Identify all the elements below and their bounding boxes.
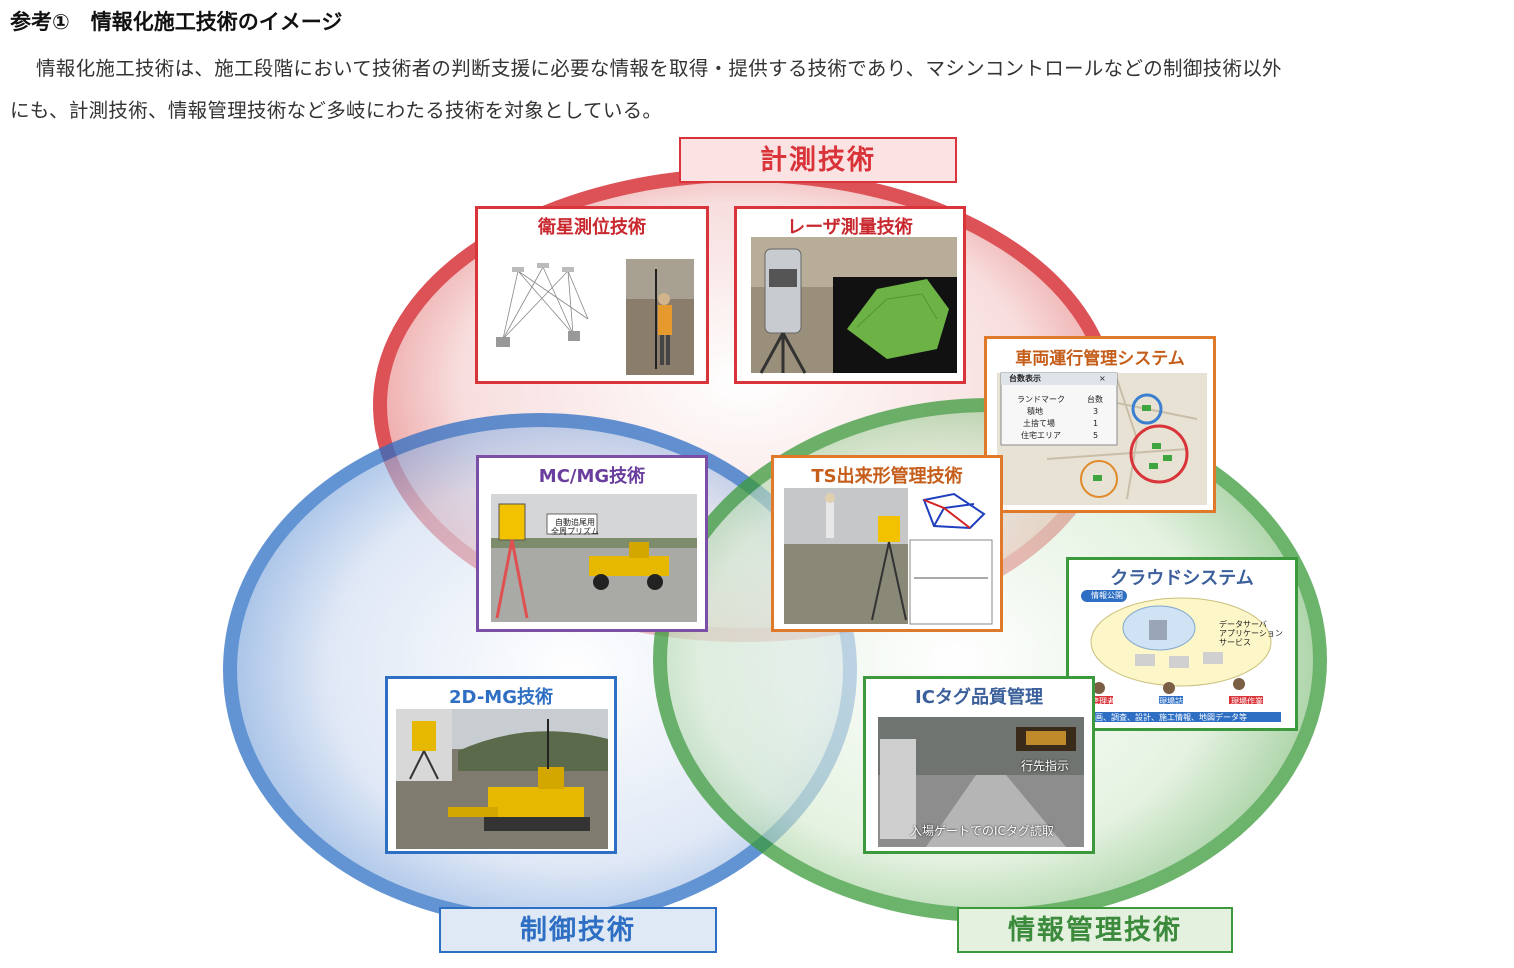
card-title: 衛星測位技術	[538, 217, 646, 238]
vehicle-table-row-count: 3	[1093, 407, 1099, 416]
laser-scanner-photo	[751, 237, 957, 374]
vehicle-table-row-count: 1	[1093, 419, 1099, 428]
vehicle-table-header-landmark: ランドマーク	[1017, 395, 1065, 404]
vehicle-table-title: 台数表示	[1009, 374, 1041, 383]
category-label-control: 制御技術	[439, 907, 717, 953]
ts-photo	[784, 488, 993, 625]
card-ic-tag-quality: ICタグ品質管理 行先指示 入場ゲートでのICタグ読取	[863, 676, 1095, 854]
cloud-footer: 計画、調査、設計、施工情報、地図データ等	[1087, 713, 1247, 722]
vehicle-table-header-count: 台数	[1087, 395, 1103, 404]
prism-label: 自動追尾用 全周プリズム	[551, 518, 599, 537]
card-ts-finished-shape: TS出来形管理技術	[771, 455, 1003, 632]
cloud-role: 現場詰所	[1159, 697, 1191, 706]
card-vehicle-operation: 車両運行管理システム 台数表示 × ランドマーク 台数 積地 3 土捨て場 1 …	[984, 336, 1216, 513]
sign-text: 行先指示	[1021, 759, 1070, 773]
card-laser-survey: レーザ測量技術	[734, 206, 966, 384]
mcmg-photo	[491, 494, 697, 622]
card-satellite-positioning: 衛星測位技術	[475, 206, 709, 384]
category-label-info-management: 情報管理技術	[957, 907, 1233, 953]
card-title: MC/MG技術	[538, 466, 646, 487]
intro-text-line-1: 情報化施工技術は、施工段階において技術者の判断支援に必要な情報を取得・提供する技…	[36, 57, 1282, 80]
ictag-photo	[878, 717, 1084, 847]
card-cloud-system: クラウドシステム 情報公開 データサーバ アプリケーション サービス 管理者 現…	[1066, 557, 1298, 731]
card-title: クラウドシステム	[1110, 568, 1254, 589]
vehicle-table-row-name: 土捨て場	[1023, 419, 1055, 428]
vehicle-table-row-name: 積地	[1027, 407, 1043, 416]
cloud-badge: 情報公開	[1091, 591, 1123, 600]
cloud-diagram	[1081, 590, 1281, 722]
card-title: レーザ測量技術	[787, 217, 913, 238]
card-mcmg: MC/MG技術 自動追尾用 全周プリズム	[476, 455, 708, 632]
intro-text-line-2: にも、計測技術、情報管理技術など多岐にわたる技術を対象としている。	[10, 99, 663, 122]
card-title: ICタグ品質管理	[915, 687, 1043, 708]
vehicle-table-row-name: 住宅エリア	[1021, 431, 1061, 440]
vehicle-map	[997, 372, 1207, 505]
close-icon[interactable]: ×	[1099, 374, 1106, 383]
card-title: TS出来形管理技術	[811, 466, 963, 487]
card-title: 車両運行管理システム	[1015, 349, 1185, 369]
satellite-illustration	[496, 259, 694, 375]
vehicle-table-row-count: 5	[1093, 431, 1099, 440]
card-title: 2D-MG技術	[449, 687, 553, 708]
page-heading: 参考① 情報化施工技術のイメージ	[10, 10, 343, 34]
cloud-role: 現場作業員	[1231, 697, 1271, 706]
card-2d-mg: 2D-MG技術	[385, 676, 617, 854]
category-label-measurement: 計測技術	[679, 137, 957, 183]
cloud-server-label: データサーバ アプリケーション サービス	[1219, 620, 1283, 648]
cloud-role: 管理者	[1091, 697, 1115, 706]
gate-caption: 入場ゲートでのICタグ読取	[910, 824, 1054, 838]
mg2d-photo	[396, 709, 608, 849]
